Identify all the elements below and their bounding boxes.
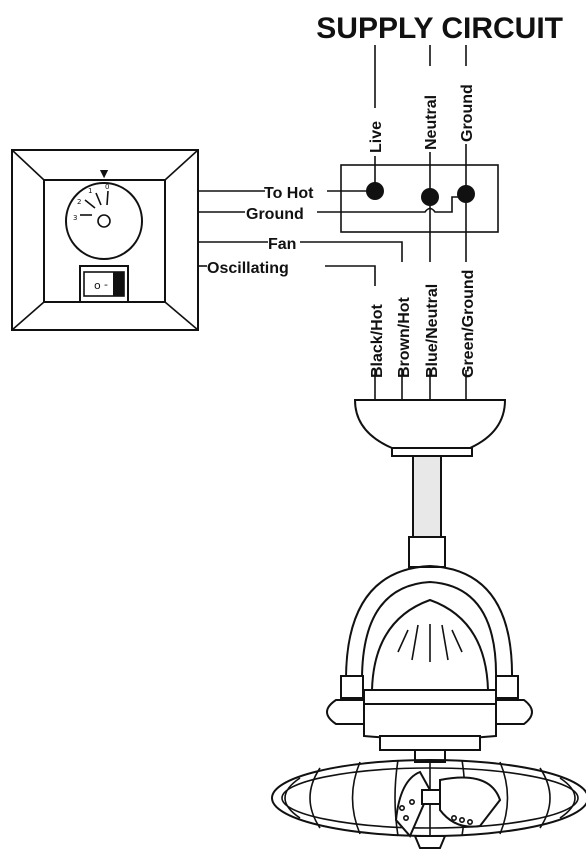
live-label: Live [368, 121, 385, 153]
black-hot-label: Black/Hot [369, 304, 386, 378]
pointer-icon: ▼ [97, 165, 111, 181]
switch-mark-on: - [104, 278, 108, 291]
ctrl-ground-label: Ground [246, 206, 304, 223]
fan-yoke [340, 564, 519, 699]
junction-box [340, 164, 499, 233]
live-label-bg [365, 108, 385, 156]
fan-cage [271, 749, 586, 849]
switch-rocker-icon [113, 272, 124, 296]
brown-hot-label: Brown/Hot [396, 296, 413, 378]
diagram-title: SUPPLY CIRCUIT [316, 12, 563, 45]
downrod [412, 455, 442, 541]
osc-wire-right [325, 265, 376, 286]
dial-mark-2: 2 [77, 198, 81, 206]
ground-terminal [457, 185, 475, 203]
dial-mark-3: 3 [73, 214, 77, 222]
neutral-terminal [421, 188, 439, 206]
downrod-collar [408, 536, 446, 568]
fan-blade-right [439, 776, 502, 828]
fan-label: Fan [268, 236, 296, 253]
controller-plate [11, 149, 199, 331]
neutral-label: Neutral [423, 95, 440, 150]
blue-neutral-label: Blue/Neutral [424, 284, 441, 378]
dial-mark-1: 1 [88, 187, 92, 195]
switch-housing [79, 265, 129, 303]
dial-knob-icon [97, 214, 111, 228]
to-hot-label: To Hot [264, 185, 314, 202]
oscillating-label: Oscillating [207, 260, 289, 277]
speed-dial[interactable] [65, 182, 143, 260]
ground-label-bg [455, 66, 477, 144]
wall-controller: ▼ 3 2 1 0 o - [11, 149, 199, 331]
dial-mark-0: 0 [105, 183, 109, 191]
ground-label: Ground [459, 84, 476, 142]
neutral-label-bg [419, 66, 441, 152]
switch-mark-off: o [94, 279, 101, 292]
ctrl-ground-wire-right [317, 196, 466, 213]
motor-housing [326, 598, 533, 751]
fan-wire-right [300, 241, 403, 262]
fan-canopy [353, 399, 507, 457]
green-ground-label: Green/Ground [460, 270, 477, 378]
